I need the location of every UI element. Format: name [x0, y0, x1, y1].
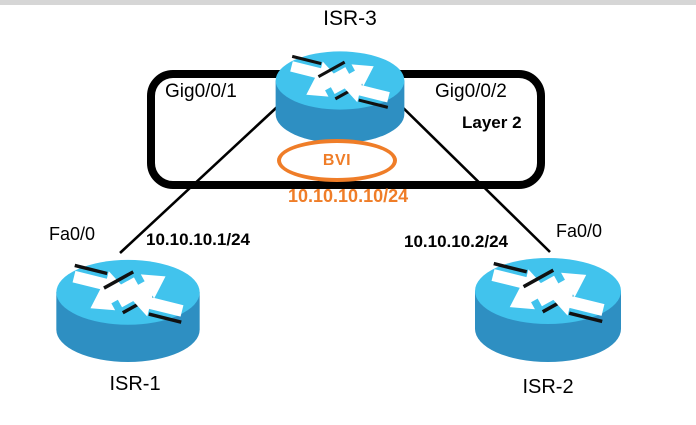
bvi-label: BVI — [322, 151, 352, 169]
top-gray-strip — [0, 0, 696, 5]
isr1-ip-label: 10.10.10.1/24 — [146, 230, 250, 249]
isr2-interface-label: Fa0/0 — [556, 221, 603, 241]
isr3-label: ISR-3 — [323, 7, 377, 30]
isr1-router-icon — [56, 259, 200, 363]
bvi-ip-label: 10.10.10.10/24 — [288, 186, 409, 206]
isr3-router-icon — [275, 51, 405, 144]
bvi-ellipse: BVI — [277, 139, 397, 182]
isr1-label: ISR-1 — [109, 373, 161, 395]
isr2-label: ISR-2 — [522, 376, 574, 398]
gig0-0-2-interface-label: Gig0/0/2 — [435, 81, 507, 102]
isr2-router-icon — [475, 258, 621, 362]
isr1-interface-label: Fa0/0 — [49, 224, 96, 244]
link-isr3-isr1 — [119, 94, 291, 254]
isr2-ip-label: 10.10.10.2/24 — [404, 232, 508, 251]
link-isr3-isr2 — [389, 94, 551, 253]
gig0-0-1-interface-label: Gig0/0/1 — [165, 81, 237, 102]
layer2-label: Layer 2 — [462, 113, 522, 132]
